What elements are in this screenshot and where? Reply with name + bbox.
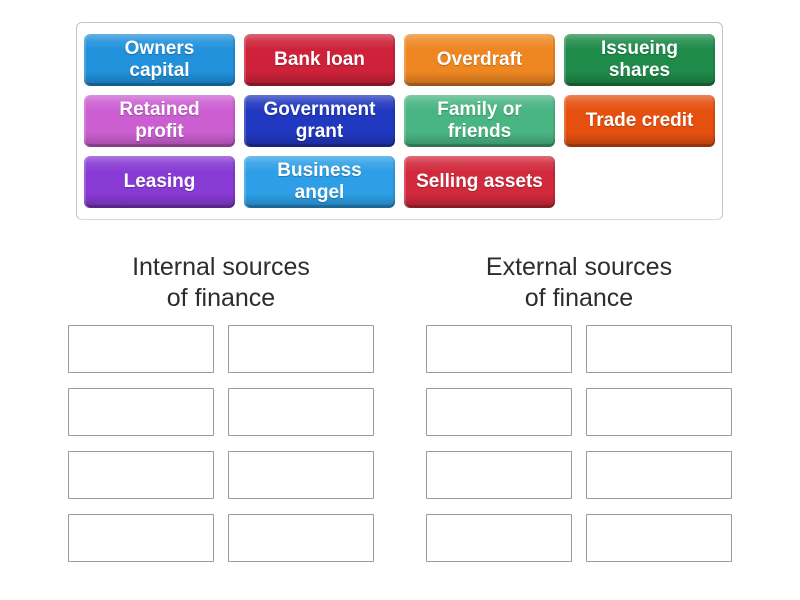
- drop-slot[interactable]: [228, 514, 374, 562]
- draggable-tile[interactable]: Overdraft: [404, 34, 555, 86]
- drop-slot[interactable]: [426, 451, 572, 499]
- drop-slot[interactable]: [68, 388, 214, 436]
- drop-slot[interactable]: [586, 388, 732, 436]
- drop-slot[interactable]: [68, 451, 214, 499]
- draggable-tile[interactable]: Business angel: [244, 156, 395, 208]
- draggable-tile[interactable]: Owners capital: [84, 34, 235, 86]
- drop-slot[interactable]: [228, 388, 374, 436]
- drop-slot[interactable]: [228, 325, 374, 373]
- drop-slot[interactable]: [586, 451, 732, 499]
- drop-slot[interactable]: [228, 451, 374, 499]
- drop-slot[interactable]: [586, 325, 732, 373]
- drop-slot[interactable]: [586, 514, 732, 562]
- slot-grid-internal: [68, 325, 374, 562]
- group-external-sources: External sources of finance: [426, 252, 732, 562]
- slot-grid-external: [426, 325, 732, 562]
- group-title-internal: Internal sources of finance: [132, 253, 310, 312]
- draggable-tile[interactable]: Selling assets: [404, 156, 555, 208]
- group-internal-sources: Internal sources of finance: [68, 252, 374, 562]
- draggable-tile[interactable]: Retained profit: [84, 95, 235, 147]
- draggable-tile[interactable]: Government grant: [244, 95, 395, 147]
- draggable-tile[interactable]: Issueing shares: [564, 34, 715, 86]
- drop-slot[interactable]: [68, 514, 214, 562]
- drop-slot[interactable]: [426, 325, 572, 373]
- drop-slot[interactable]: [68, 325, 214, 373]
- draggable-tile[interactable]: Family or friends: [404, 95, 555, 147]
- draggable-tile[interactable]: Leasing: [84, 156, 235, 208]
- draggable-tile[interactable]: Bank loan: [244, 34, 395, 86]
- drop-slot[interactable]: [426, 514, 572, 562]
- draggable-tile[interactable]: Trade credit: [564, 95, 715, 147]
- drop-slot[interactable]: [426, 388, 572, 436]
- group-title-external: External sources of finance: [485, 253, 673, 312]
